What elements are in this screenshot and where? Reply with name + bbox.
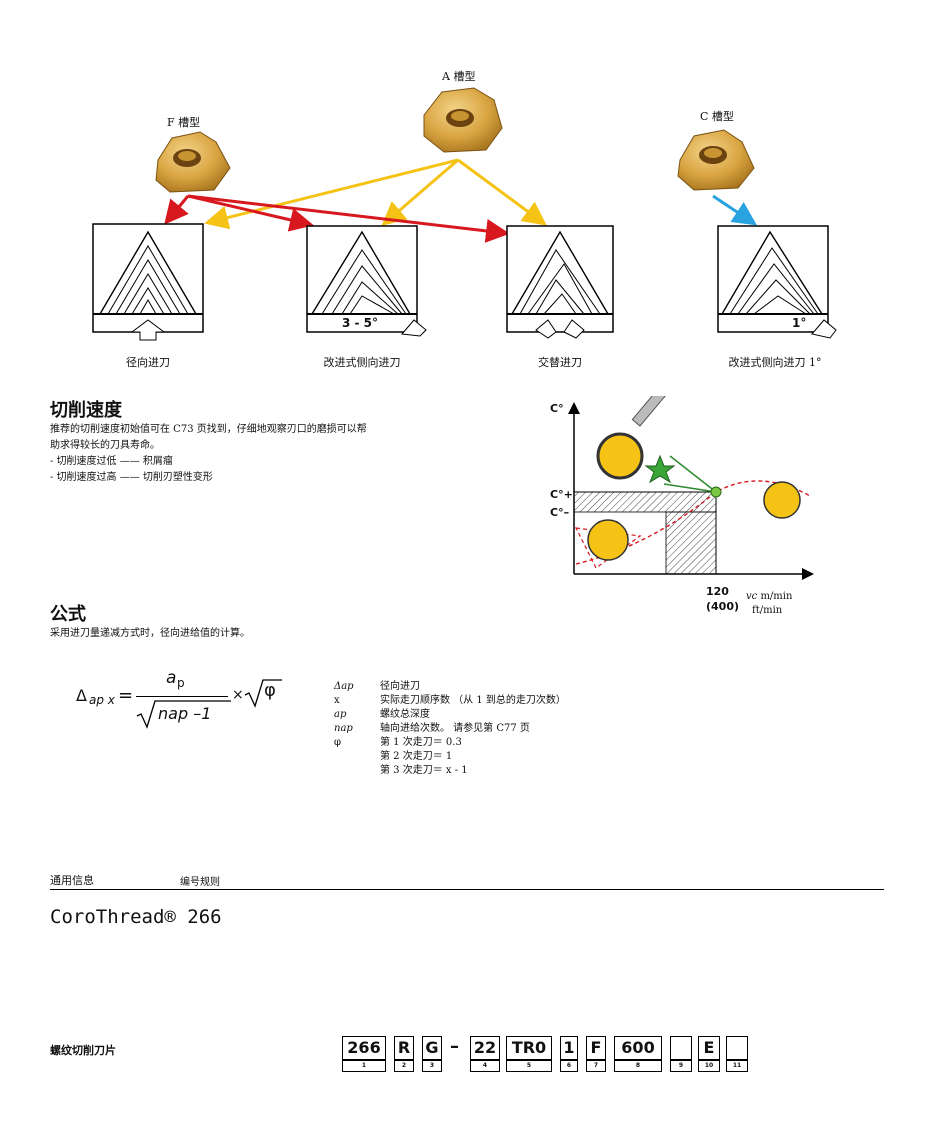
legend-symbol: Δap xyxy=(334,681,354,692)
code-box-6: 1 xyxy=(560,1036,578,1060)
sqrt-phi-icon xyxy=(244,679,282,708)
formula-numerator: a xyxy=(166,668,177,688)
formula-times: × xyxy=(232,687,244,703)
product-title: CoroThread® 266 xyxy=(50,906,222,928)
legend-text: 轴向进给次数。 请参见第 C77 页 xyxy=(380,723,530,734)
footer-rule xyxy=(50,889,884,890)
legend-text: 实际走刀顺序数 （从 1 到总的走刀次数） xyxy=(380,695,566,706)
cutting-speed-line: 助求得较长的刀具寿命。 xyxy=(50,440,160,451)
code-number: 8 xyxy=(614,1060,662,1072)
code-number: 11 xyxy=(726,1060,748,1072)
formula-heading: 公式 xyxy=(50,604,86,625)
diagram-flank xyxy=(306,225,427,337)
code-box-8: 600 xyxy=(614,1036,662,1060)
formula-phi: φ xyxy=(264,680,276,701)
code-box-1: 266 xyxy=(342,1036,386,1060)
caption-flank: 改进式侧向进刀 xyxy=(323,356,401,369)
formula-equation: Δ ap x = a p nap –1 × φ xyxy=(76,668,306,732)
feed-method-diagram xyxy=(92,87,837,341)
formula-intro: 采用进刀量递减方式时，径向进给值的计算。 xyxy=(50,628,250,639)
cutting-speed-line: 推荐的切削速度初始值可在 C73 页找到，仔细地观察刃口的磨损可以帮 xyxy=(50,424,367,435)
code-number: 7 xyxy=(586,1060,606,1072)
code-box-5: TR0 xyxy=(506,1036,552,1060)
code-dash: – xyxy=(450,1036,459,1057)
legend-symbol xyxy=(334,750,380,764)
code-number: 4 xyxy=(470,1060,500,1072)
caption-flank-1deg: 改进式侧向进刀 1° xyxy=(728,356,822,369)
code-number: 3 xyxy=(422,1060,442,1072)
product-type: 螺纹切削刀片 xyxy=(50,1044,116,1057)
graph-y-label: C° xyxy=(550,402,564,415)
code-number: 5 xyxy=(506,1060,552,1072)
footer-subsection: 编号规则 xyxy=(180,877,220,888)
legend-text: 第 1 次走刀＝ 0.3 xyxy=(380,737,462,748)
legend-symbol: nap xyxy=(334,723,353,734)
graph-x-symbol: vc xyxy=(746,591,758,602)
graph-y-plus: C°+ xyxy=(550,488,573,501)
formula-denominator: nap –1 xyxy=(158,704,212,723)
cutting-speed-line: - 切削速度过高 —— 切削刃塑性变形 xyxy=(50,472,213,483)
insert-a-icon xyxy=(423,87,503,153)
code-box-10: E xyxy=(698,1036,720,1060)
insert-c-icon xyxy=(677,129,755,191)
graph-x-units: vc m/min ft/min xyxy=(746,590,792,618)
graph-y-minus: C°– xyxy=(550,506,570,519)
insert-f-icon xyxy=(155,131,231,193)
caption-radial: 径向进刀 xyxy=(126,356,170,369)
code-box-2: R xyxy=(394,1036,414,1060)
diagram-alternating xyxy=(506,225,614,339)
legend-text: 第 3 次走刀＝ x - 1 xyxy=(380,765,468,776)
cutting-speed-text: 推荐的切削速度初始值可在 C73 页找到，仔细地观察刃口的磨损可以帮 助求得较长… xyxy=(50,422,470,486)
graph-x-values: 120 (400) xyxy=(706,584,739,614)
legend-symbol: x xyxy=(334,695,340,706)
caption-alternating: 交替进刀 xyxy=(538,356,582,369)
code-number: 9 xyxy=(670,1060,692,1072)
code-box-11 xyxy=(726,1036,748,1060)
formula-lhs-sub: ap x xyxy=(89,693,115,707)
legend-symbol: ap xyxy=(334,709,347,720)
code-box-7: F xyxy=(586,1036,606,1060)
legend-text: 螺纹总深度 xyxy=(380,709,430,720)
diagram-flank-1deg xyxy=(717,225,837,339)
code-box-4: 22 xyxy=(470,1036,500,1060)
formula-delta: Δ xyxy=(76,686,87,705)
cutting-speed-line: - 切削速度过低 —— 积屑瘤 xyxy=(50,456,173,467)
graph-x-unit-imperial: ft/min xyxy=(752,605,783,616)
fraction-bar xyxy=(136,696,228,697)
code-number: 10 xyxy=(698,1060,720,1072)
code-number: 2 xyxy=(394,1060,414,1072)
insert-a-label: A 槽型 xyxy=(442,70,476,83)
legend-text: 第 2 次走刀＝ 1 xyxy=(380,751,453,762)
flank-angle-text: 3 - 5° xyxy=(342,316,379,330)
graph-x-value-imperial: (400) xyxy=(706,600,740,613)
insert-c-label: C 槽型 xyxy=(700,110,734,123)
code-box-9 xyxy=(670,1036,692,1060)
flank-1deg-text: 1° xyxy=(792,316,807,330)
formula-legend: Δap 径向进刀 x 实际走刀顺序数 （从 1 到总的走刀次数） ap 螺纹总深度 n… xyxy=(334,680,566,778)
code-number: 6 xyxy=(560,1060,578,1072)
code-box-3: G xyxy=(422,1036,442,1060)
legend-symbol: φ xyxy=(334,737,342,748)
footer-section: 通用信息 xyxy=(50,874,94,887)
legend-text: 径向进刀 xyxy=(380,681,420,692)
code-number: 1 xyxy=(342,1060,386,1072)
speed-temperature-graph xyxy=(568,396,814,580)
diagram-radial xyxy=(92,223,204,341)
cutting-speed-heading: 切削速度 xyxy=(50,400,122,421)
sqrt-sign-icon xyxy=(136,700,231,729)
graph-x-value-metric: 120 xyxy=(706,585,729,598)
insert-f-label: F 槽型 xyxy=(167,116,201,129)
legend-symbol xyxy=(334,764,380,778)
graph-x-unit-metric: m/min xyxy=(760,591,793,602)
formula-equals: = xyxy=(118,685,134,706)
formula-numerator-sub: p xyxy=(177,676,185,690)
